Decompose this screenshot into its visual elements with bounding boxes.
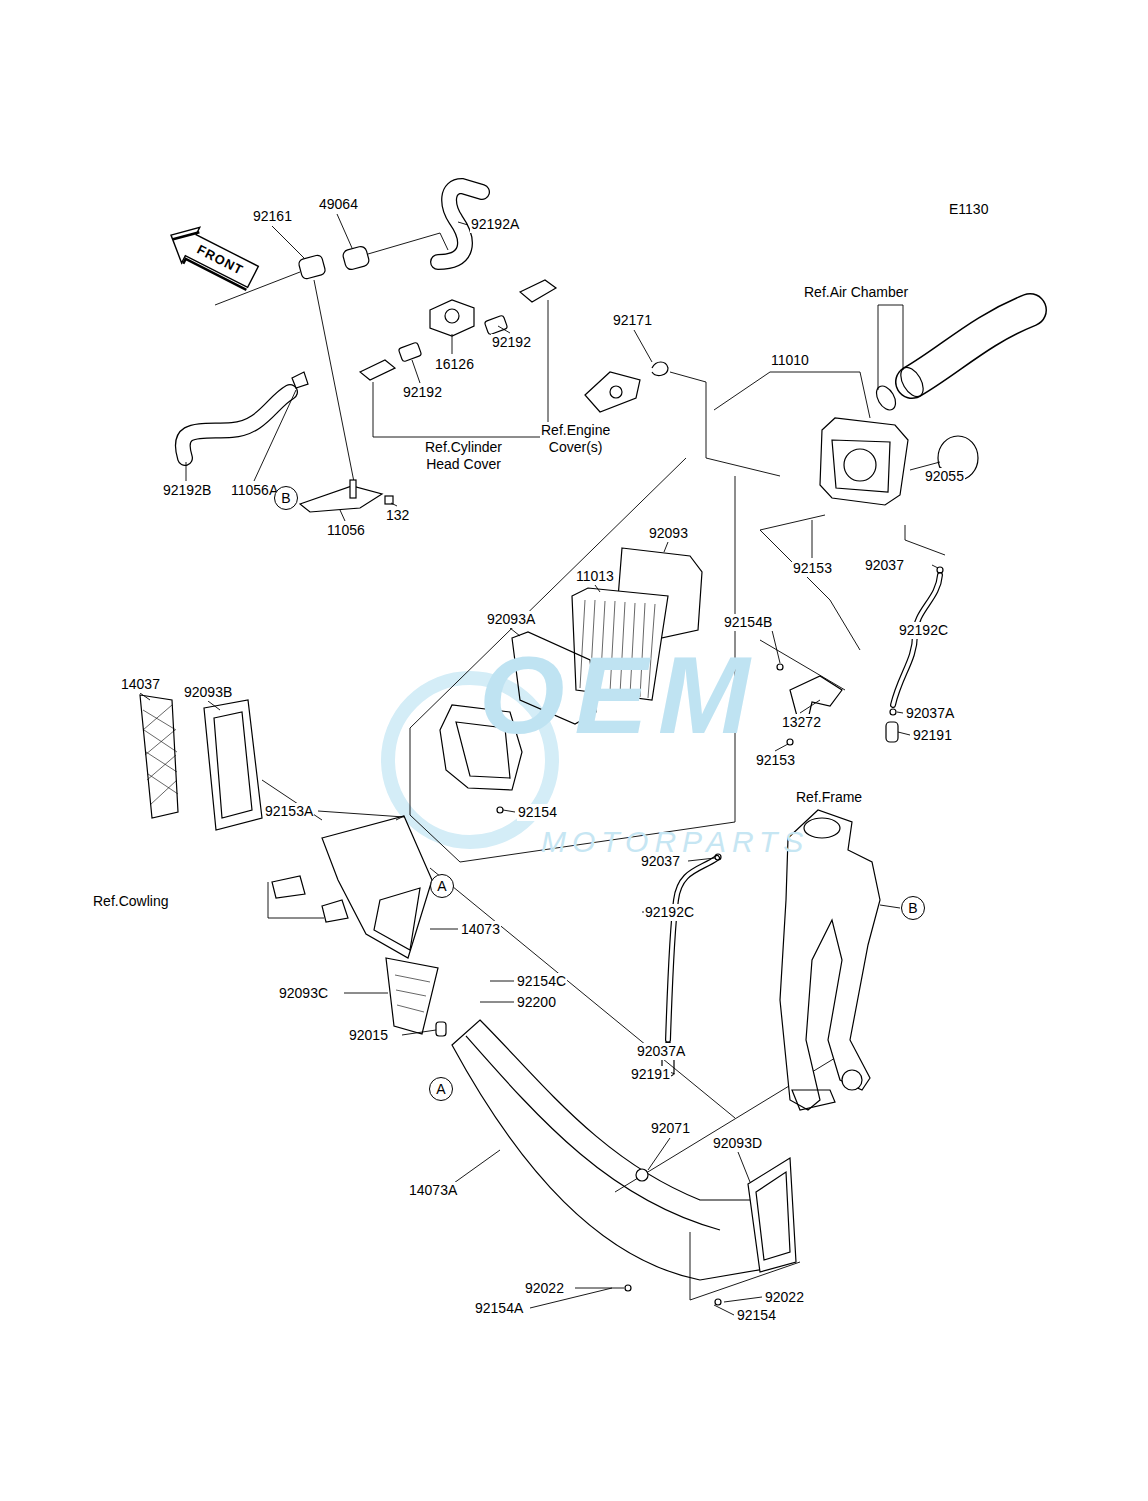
callout-number: 92015 bbox=[348, 1027, 389, 1044]
callout-number: 92191 bbox=[630, 1066, 671, 1083]
callout-number: 92171 bbox=[612, 312, 653, 329]
reference-letter: A bbox=[436, 1081, 445, 1097]
callout-number: 92192A bbox=[470, 216, 520, 233]
callout-number: 92191 bbox=[912, 727, 953, 744]
callout-number: 92154A bbox=[474, 1300, 524, 1317]
callout-number: 92192 bbox=[402, 384, 443, 401]
callout-number: 11013 bbox=[575, 568, 615, 585]
reference-letter: B bbox=[281, 490, 290, 506]
callout-number: 92153 bbox=[792, 560, 833, 577]
reference-circle: A bbox=[429, 1077, 453, 1101]
callout-number: 92093A bbox=[486, 611, 536, 628]
reference-note: Ref.Air Chamber bbox=[803, 284, 909, 301]
reference-note: Ref.Cowling bbox=[92, 893, 169, 910]
callout-number: 92093B bbox=[183, 684, 233, 701]
watermark: MOTORPARTS bbox=[540, 826, 810, 858]
callout-number: 92037A bbox=[905, 705, 955, 722]
callout-number: 92037A bbox=[636, 1043, 686, 1060]
callout-number: 92154C bbox=[516, 973, 567, 990]
callout-number: 92153 bbox=[755, 752, 796, 769]
callout-number: 92093D bbox=[712, 1135, 763, 1152]
callout-number: 14073 bbox=[460, 921, 501, 938]
reference-circle: B bbox=[901, 896, 925, 920]
reference-circle: A bbox=[430, 874, 454, 898]
reference-letter: A bbox=[437, 878, 446, 894]
callout-number: 92093C bbox=[278, 985, 329, 1002]
callout-number: 92153A bbox=[264, 803, 314, 820]
callout-number: 92055 bbox=[924, 468, 965, 485]
callout-number: 16126 bbox=[434, 356, 475, 373]
callout-number: 92071 bbox=[650, 1120, 691, 1137]
reference-note: Ref.Frame bbox=[795, 789, 863, 806]
direction-arrow: FRONT bbox=[162, 217, 262, 294]
callout-number: 92192 bbox=[491, 334, 532, 351]
reference-note: Ref.Cylinder Head Cover bbox=[424, 439, 503, 473]
callout-number: 14073A bbox=[408, 1182, 458, 1199]
watermark: OEM bbox=[478, 640, 761, 750]
callout-number: 13272 bbox=[781, 714, 822, 731]
callout-number: 132 bbox=[385, 507, 410, 524]
callout-number: 11010 bbox=[770, 352, 810, 369]
callout-number: 92022 bbox=[764, 1289, 805, 1306]
callout-number: 92093 bbox=[648, 525, 689, 542]
callout-number: 92154B bbox=[723, 614, 773, 631]
callout-number: 14037 bbox=[120, 676, 161, 693]
callout-number: 92192B bbox=[162, 482, 212, 499]
callout-number: 92200 bbox=[516, 994, 557, 1011]
reference-letter: B bbox=[908, 900, 917, 916]
callout-number: 49064 bbox=[318, 196, 359, 213]
reference-circle: B bbox=[274, 486, 298, 510]
callout-number: 92037 bbox=[864, 557, 905, 574]
callout-number: 92192C bbox=[644, 904, 695, 921]
diagram-code: E1130 bbox=[948, 201, 989, 218]
callout-number: 92154 bbox=[517, 804, 558, 821]
reference-note: Ref.Engine Cover(s) bbox=[540, 422, 611, 456]
callout-number: 11056A bbox=[230, 482, 279, 499]
callout-number: 92192C bbox=[898, 622, 949, 639]
callout-number: 92022 bbox=[524, 1280, 565, 1297]
callout-number: 92161 bbox=[252, 208, 293, 225]
callout-number: 11056 bbox=[326, 522, 366, 539]
callout-number: 92154 bbox=[736, 1307, 777, 1324]
